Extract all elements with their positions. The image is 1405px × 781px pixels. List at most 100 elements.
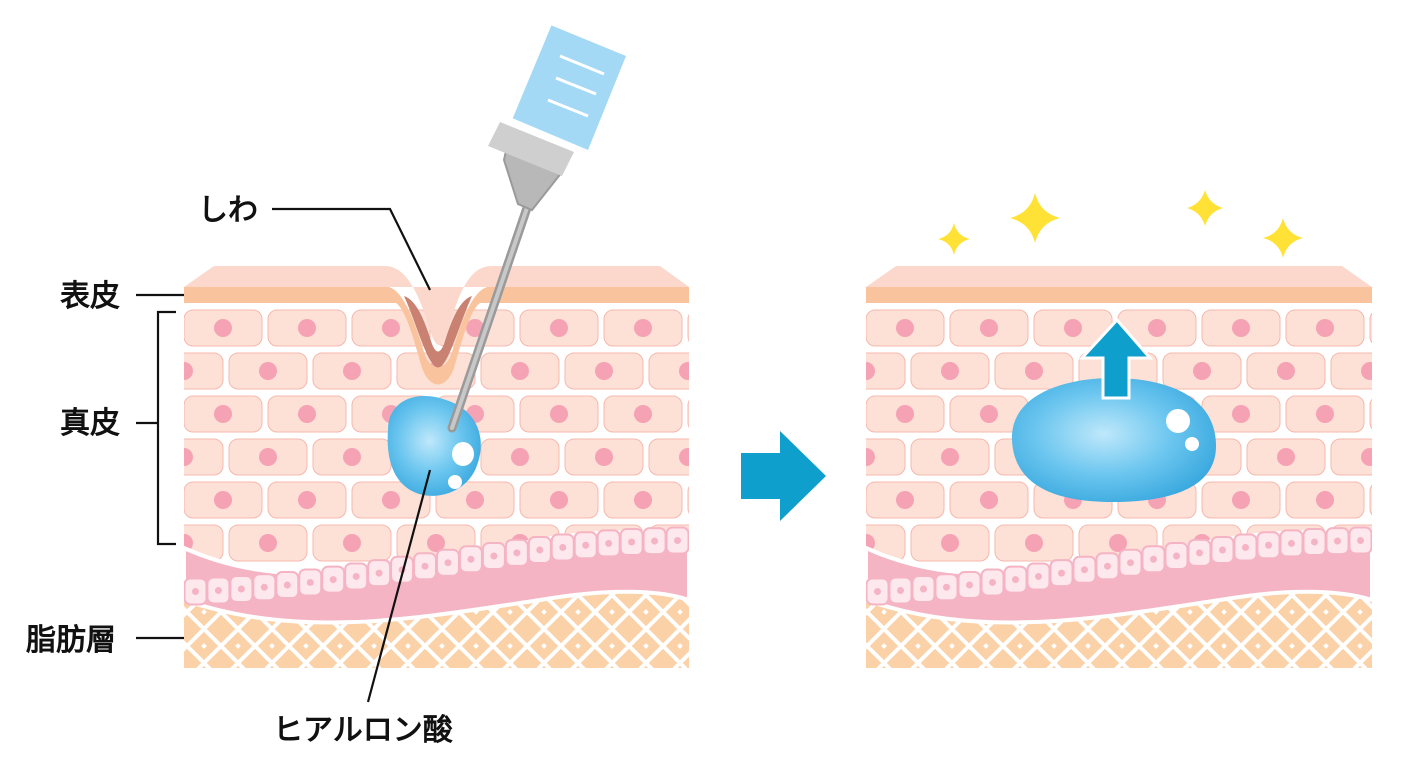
epidermis-band [866, 287, 1372, 303]
fat-cell-nucleus [1196, 549, 1203, 557]
fat-cell-nucleus [191, 587, 199, 595]
fat-cell-nucleus [1127, 559, 1134, 567]
sparkle-icon [1010, 193, 1060, 243]
cell-nucleus [550, 319, 568, 337]
cell-nucleus [1025, 534, 1043, 552]
sparkle-icon [1187, 190, 1223, 226]
cell-nucleus [1232, 405, 1250, 423]
cell-nucleus [550, 491, 568, 509]
fat-cell-nucleus [1219, 546, 1226, 554]
cell-nucleus [466, 319, 484, 337]
dermis-cell [1330, 352, 1372, 390]
fat-cells [866, 526, 1372, 606]
cell-nucleus [679, 448, 689, 466]
cell-nucleus [298, 319, 316, 337]
fat-cell-nucleus [920, 585, 927, 593]
label-hyaluronic-acid: ヒアルロン酸 [273, 713, 454, 748]
cell-nucleus [718, 405, 736, 423]
cell-nucleus [1400, 491, 1405, 509]
cell-nucleus [259, 534, 277, 552]
cell-nucleus [1316, 319, 1334, 337]
fat-cell-nucleus [1104, 562, 1111, 570]
syringe [447, 20, 626, 433]
fat-cell-nucleus [1035, 572, 1042, 580]
fat-cell-nucleus [329, 576, 337, 584]
fat-cell-nucleus [444, 559, 452, 567]
cell-nucleus [259, 448, 277, 466]
fat-cell-nucleus [513, 549, 521, 557]
epidermis-band [184, 287, 689, 385]
before-panel [184, 20, 736, 668]
cell-nucleus [941, 534, 959, 552]
cell-nucleus [1361, 362, 1372, 380]
wrinkle-groove [404, 296, 472, 368]
sparkle-icon [1263, 218, 1303, 258]
cell-nucleus [896, 319, 914, 337]
cell-nucleus [896, 491, 914, 509]
dermis-cell [866, 438, 906, 476]
dermis-cell [184, 438, 224, 476]
cell-nucleus [896, 405, 914, 423]
cell-nucleus [941, 362, 959, 380]
cell-nucleus [866, 362, 875, 380]
cell-nucleus [382, 319, 400, 337]
fat-cell-nucleus [874, 587, 881, 595]
cell-nucleus [941, 448, 959, 466]
fat-cells [184, 526, 689, 606]
cell-nucleus [1361, 448, 1372, 466]
dermis-cell [1369, 398, 1372, 430]
fat-cell-nucleus [467, 555, 475, 563]
cell-nucleus [866, 448, 875, 466]
cell-nucleus [1277, 362, 1295, 380]
cell-nucleus [980, 405, 998, 423]
dermis-cells [184, 309, 736, 562]
cell-nucleus [511, 448, 529, 466]
dermis-cell [866, 352, 906, 390]
cell-nucleus [980, 491, 998, 509]
fat-cell-nucleus [536, 546, 544, 554]
cell-nucleus [1316, 405, 1334, 423]
cell-nucleus [595, 362, 613, 380]
fat-cell-nucleus [1288, 539, 1295, 547]
cell-nucleus [634, 491, 652, 509]
fat-cell-nucleus [1242, 543, 1249, 551]
fat-cell-nucleus [989, 578, 996, 586]
cell-nucleus [214, 319, 232, 337]
cell-nucleus [343, 534, 361, 552]
dermis-cell [648, 352, 689, 390]
cell-nucleus [382, 491, 400, 509]
cell-nucleus [550, 405, 568, 423]
cell-nucleus [718, 491, 736, 509]
fat-cell-nucleus [1265, 541, 1272, 549]
labels: しわ 表皮 真皮 脂肪層 ヒアルロン酸 [26, 193, 454, 748]
cell-nucleus [595, 448, 613, 466]
dermis-cell [687, 313, 689, 343]
epidermis-top [184, 266, 689, 345]
cell-nucleus [214, 491, 232, 509]
hyaluronic-blob-right [1011, 378, 1216, 502]
cell-nucleus [1109, 534, 1127, 552]
fat-cell-nucleus [897, 586, 904, 594]
fat-cell-nucleus [559, 543, 567, 551]
dermis-cell [184, 352, 224, 390]
cell-nucleus [259, 362, 277, 380]
cell-nucleus [679, 362, 689, 380]
cell-nucleus [343, 362, 361, 380]
cell-nucleus [1025, 362, 1043, 380]
cell-nucleus [1064, 319, 1082, 337]
cell-nucleus [1277, 448, 1295, 466]
cell-nucleus [1148, 319, 1166, 337]
right-arrow-icon [741, 431, 826, 521]
fat-cell-nucleus [1357, 537, 1364, 545]
fat-cell-nucleus [1058, 569, 1065, 577]
cell-nucleus [214, 405, 232, 423]
cell-nucleus [184, 362, 193, 380]
fat-cell-nucleus [605, 539, 613, 547]
cell-nucleus [343, 448, 361, 466]
dermis-cell [648, 438, 689, 476]
cell-nucleus [466, 491, 484, 509]
fat-cell-nucleus [1311, 538, 1318, 546]
fat-cell-nucleus [674, 537, 682, 545]
after-panel [866, 190, 1405, 668]
